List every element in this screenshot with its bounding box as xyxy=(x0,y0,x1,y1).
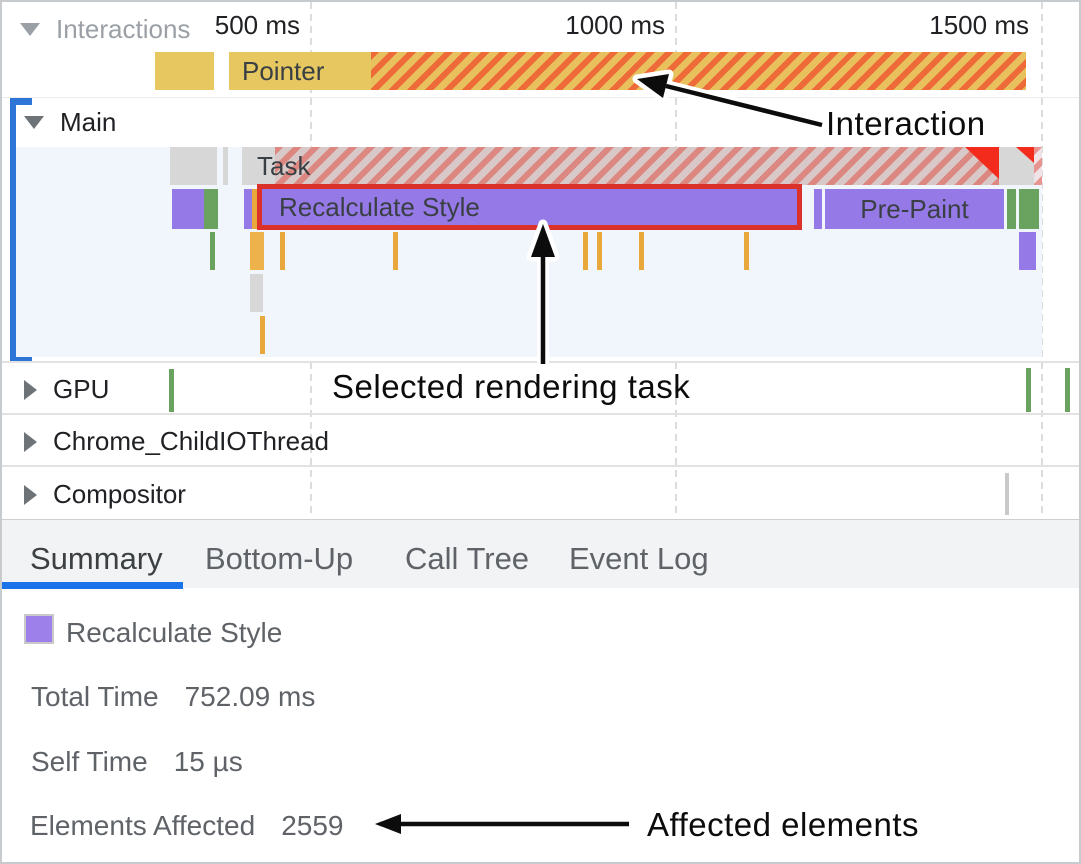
task-bar-label: Task xyxy=(257,150,311,181)
style-bar[interactable] xyxy=(814,189,822,229)
main-track-bracket-top xyxy=(10,98,32,105)
pre-paint-bar[interactable]: Pre-Paint xyxy=(825,189,1004,229)
tab-call-tree[interactable]: Call Tree xyxy=(405,541,530,576)
childio-expand-icon[interactable] xyxy=(24,431,37,452)
gpu-expand-icon[interactable] xyxy=(24,379,37,400)
task-bar[interactable] xyxy=(250,274,263,312)
row-divider xyxy=(2,413,1079,415)
gpu-activity-tick[interactable] xyxy=(169,369,174,412)
summary-row-self-time: Self Time 15 µs xyxy=(31,746,243,778)
long-task-bar[interactable]: Task xyxy=(242,147,999,185)
tab-summary[interactable]: Summary xyxy=(30,541,163,576)
childio-track-header[interactable]: Chrome_ChildIOThread xyxy=(24,426,444,457)
affected-elements-annotation-label: Affected elements xyxy=(647,806,920,843)
interactions-track-header[interactable]: Interactions xyxy=(20,14,280,45)
main-track-highlight-bracket xyxy=(10,98,16,361)
script-marker[interactable] xyxy=(393,232,398,270)
pre-paint-bar-label: Pre-Paint xyxy=(860,193,969,224)
script-bar[interactable] xyxy=(252,189,257,229)
script-bar[interactable] xyxy=(250,232,264,270)
interaction-annotation-label: Interaction xyxy=(826,105,986,142)
script-marker[interactable] xyxy=(744,232,749,270)
interactions-collapse-icon[interactable] xyxy=(20,23,40,36)
tab-bottom-up[interactable]: Bottom-Up xyxy=(205,541,354,576)
gpu-track-label: GPU xyxy=(53,374,110,404)
affected-elements-arrow xyxy=(375,814,401,834)
script-marker[interactable] xyxy=(597,232,602,270)
section-divider xyxy=(2,97,1079,98)
script-marker[interactable] xyxy=(280,232,285,270)
script-marker[interactable] xyxy=(639,232,644,270)
selected-task-annotation-label: Selected rendering task xyxy=(332,368,691,405)
paint-bar[interactable] xyxy=(1019,189,1039,229)
summary-event-title: Recalculate Style xyxy=(66,617,283,648)
main-track-header[interactable]: Main xyxy=(24,107,224,138)
compositor-expand-icon[interactable] xyxy=(24,484,37,505)
gpu-track-header[interactable]: GPU xyxy=(24,374,324,405)
elements-affected-value: 2559 xyxy=(281,810,344,841)
paint-bar[interactable] xyxy=(210,232,215,270)
recalc-style-bar[interactable] xyxy=(172,189,204,229)
long-task-stripes xyxy=(275,147,999,185)
pointer-bar-label: Pointer xyxy=(242,55,325,86)
event-color-swatch xyxy=(24,614,54,644)
style-bar[interactable] xyxy=(1019,232,1036,270)
task-bar[interactable] xyxy=(170,147,217,185)
total-time-value: 752.09 ms xyxy=(184,681,316,712)
gridline-1500ms xyxy=(1041,2,1043,518)
childio-track-label: Chrome_ChildIOThread xyxy=(53,426,330,456)
gpu-activity-tick[interactable] xyxy=(1065,368,1070,412)
task-bar[interactable] xyxy=(1034,147,1042,185)
selected-recalculate-style-bar[interactable]: Recalculate Style xyxy=(257,184,802,230)
self-time-value: 15 µs xyxy=(173,746,243,777)
script-marker[interactable] xyxy=(260,316,265,354)
active-tab-indicator xyxy=(2,582,183,589)
main-collapse-icon[interactable] xyxy=(24,116,44,129)
row-divider xyxy=(2,465,1079,467)
compositor-track-header[interactable]: Compositor xyxy=(24,479,324,510)
recalc-style-bar[interactable] xyxy=(244,189,252,229)
ruler-tick-500: 500 ms xyxy=(214,10,300,40)
task-bar[interactable] xyxy=(223,147,228,185)
total-time-label: Total Time xyxy=(31,681,159,712)
details-tab-bar: Summary Bottom-Up Call Tree Event Log xyxy=(2,519,1079,589)
elements-affected-label: Elements Affected xyxy=(30,810,256,841)
paint-bar[interactable] xyxy=(1007,189,1016,229)
summary-row-elements-affected: Elements Affected 2559 xyxy=(30,810,343,842)
interactions-track-label: Interactions xyxy=(56,14,191,44)
interaction-event-bar[interactable] xyxy=(155,52,214,90)
compositor-activity-tick[interactable] xyxy=(1005,473,1009,515)
main-track-label: Main xyxy=(60,107,117,137)
row-divider xyxy=(2,361,1079,363)
main-track-bracket-bottom xyxy=(10,354,32,361)
pointer-interaction-bar[interactable]: Pointer xyxy=(229,52,1026,90)
ruler-tick-1500: 1500 ms xyxy=(929,10,1029,40)
self-time-label: Self Time xyxy=(31,746,148,777)
summary-row-total-time: Total Time 752.09 ms xyxy=(31,681,315,713)
ruler-tick-1000: 1000 ms xyxy=(565,10,665,40)
script-marker[interactable] xyxy=(583,232,588,270)
paint-bar[interactable] xyxy=(204,189,218,229)
compositor-track-label: Compositor xyxy=(53,479,186,509)
selected-bar-label: Recalculate Style xyxy=(279,191,480,222)
tab-event-log[interactable]: Event Log xyxy=(569,541,709,576)
gpu-activity-tick[interactable] xyxy=(1026,368,1031,412)
pointer-processing-stripes xyxy=(371,52,1026,90)
